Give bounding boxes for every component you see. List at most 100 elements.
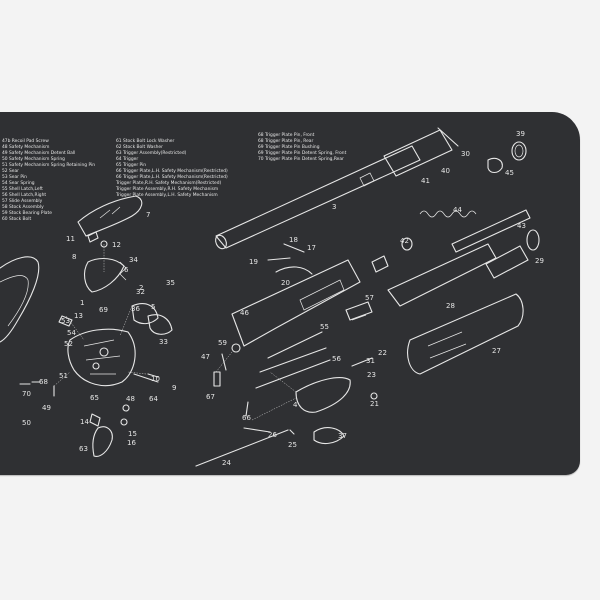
pin-part: [120, 418, 128, 426]
callout: 45: [505, 169, 514, 177]
legend-line: 65 Trigger Pin: [116, 162, 146, 168]
callout: 1: [80, 299, 84, 307]
pin-part: [245, 401, 249, 417]
hammer-part: [131, 303, 159, 325]
pin-part: [243, 427, 271, 433]
receiver-part: [231, 259, 361, 347]
leader-lines: [53, 244, 297, 421]
legend-line: 53 Sear Pin: [2, 174, 27, 180]
forearm-part: [485, 245, 529, 279]
legend-line: 54 Sear Spring: [2, 180, 35, 186]
callout: 49: [42, 404, 51, 412]
callout: 51: [59, 372, 68, 380]
screw-part: [221, 353, 227, 371]
trigger-plate-part: [67, 328, 136, 387]
rod-part: [255, 359, 331, 389]
legend-line: Trigger Plate,R.H. Safety Mechanism(Rest…: [115, 180, 222, 186]
bolt-part: [213, 371, 221, 387]
magazine-tube-part: [451, 209, 531, 253]
callout: 10: [151, 375, 160, 383]
pin-part: [99, 347, 109, 357]
legend-line: 57 Slide Assembly: [2, 198, 43, 204]
pin-part: [267, 257, 291, 261]
slide-part: [77, 195, 143, 237]
callout: 52: [64, 340, 73, 348]
callout: 2: [139, 284, 143, 292]
parts-legend: 47b Recoil Pad Screw 48 Safety Mechanism…: [2, 132, 347, 222]
callout: 44: [453, 206, 462, 214]
bolt-part: [345, 301, 373, 321]
slide-part: [99, 206, 121, 219]
follower-part: [401, 237, 413, 251]
callout: 40: [441, 167, 450, 175]
callout: 23: [367, 371, 376, 379]
legend-line: 64 Trigger: [116, 156, 138, 162]
forend-part: [427, 331, 467, 359]
callout: 43: [517, 222, 526, 230]
callout: 53: [61, 317, 70, 325]
callout: 48: [126, 395, 135, 403]
end-cap-part: [526, 229, 540, 251]
gun-cleaning-mat: [0, 112, 580, 475]
cap-part: [511, 141, 527, 161]
washer-part: [231, 343, 241, 353]
callout: 66: [242, 414, 251, 422]
callout: 24: [222, 459, 231, 467]
callout: 28: [446, 302, 455, 310]
pin-part: [92, 362, 100, 370]
callout: 30: [461, 150, 470, 158]
callout: 6: [124, 266, 129, 274]
legend-line: 69 Trigger Plate Pin Detent Spring, Fron…: [258, 150, 347, 156]
callout: 11: [66, 235, 75, 243]
callout: 68: [39, 378, 48, 386]
callout: 22: [378, 349, 387, 357]
pin-part: [89, 413, 101, 427]
callout: 36: [131, 305, 140, 313]
callout: 13: [74, 312, 83, 320]
callout: 12: [112, 241, 121, 249]
barrel-part: [359, 172, 375, 187]
latch-part: [313, 427, 345, 445]
legend-line: 68 Trigger Plate Pin, Front: [258, 132, 315, 138]
callout: 26: [268, 431, 277, 439]
callout: 7: [146, 211, 150, 219]
barrel-part: [383, 129, 453, 177]
receiver-part: [299, 279, 345, 311]
pin-part: [351, 361, 363, 367]
callout: 46: [240, 309, 249, 317]
rod-part: [195, 429, 289, 467]
legend-line: 69 Trigger Plate Pin Bushing: [258, 144, 320, 150]
callout: 5: [151, 303, 155, 311]
trigger-plate-part: [83, 339, 121, 375]
callout: 56: [332, 355, 341, 363]
legend-line: 50 Safety Mechanism Spring: [2, 156, 65, 162]
callout: 25: [288, 441, 297, 449]
callout: 32: [136, 288, 145, 296]
legend-line: Trigger Plate Assembly,R.H. Safety Mecha…: [115, 186, 218, 192]
callout: 42: [400, 237, 409, 245]
pin-part: [283, 243, 305, 253]
callout: 47: [201, 353, 210, 361]
barrel-part: [215, 234, 227, 250]
callout: 4: [293, 401, 298, 409]
spring-retainer-part: [487, 157, 503, 174]
callout: 54: [67, 329, 76, 337]
bolt-part: [351, 314, 367, 321]
callout: 70: [22, 390, 31, 398]
pin-part: [361, 357, 373, 363]
callout: 69: [99, 306, 108, 314]
callout: 17: [307, 244, 316, 252]
callout: 63: [79, 445, 88, 453]
forearm-part: [387, 243, 497, 307]
callout: 31: [366, 357, 375, 365]
legend-line: 59 Stock Bearing Plate: [2, 210, 52, 216]
pin-part: [437, 127, 459, 147]
callout: 15: [128, 430, 137, 438]
barrel-part: [215, 145, 421, 249]
rod-part: [259, 347, 327, 373]
legend-line: 47b Recoil Pad Screw: [2, 138, 49, 144]
forend-part: [407, 293, 524, 375]
callout: 20: [281, 279, 290, 287]
pin-part: [122, 404, 130, 412]
